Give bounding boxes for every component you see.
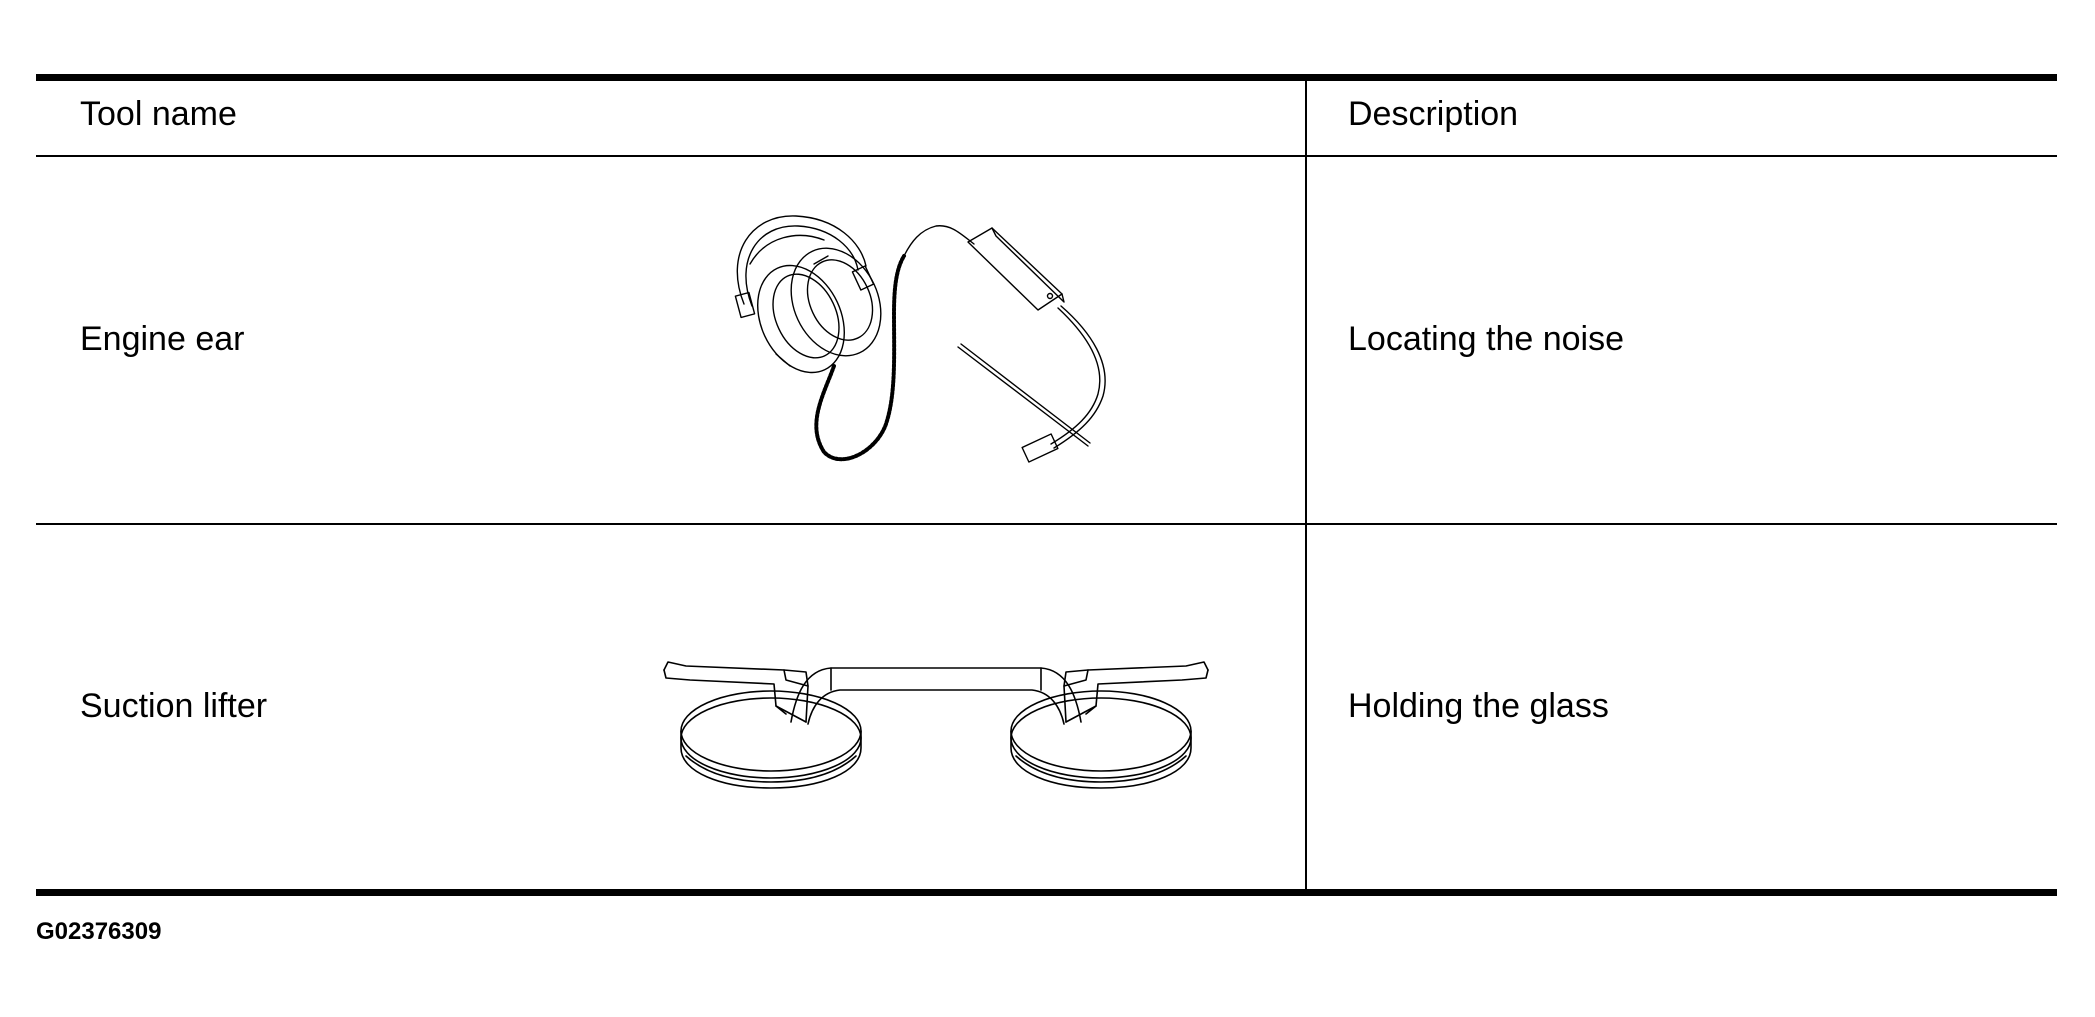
row-1-description: Locating the noise: [1348, 320, 1624, 358]
suction-lifter-icon: [663, 661, 1209, 789]
row-2-tool-name: Suction lifter: [80, 687, 268, 725]
tool-table: Tool name Description Engine ear Locatin…: [36, 74, 2057, 896]
row-2-description: Holding the glass: [1348, 687, 1609, 725]
table-bottom-rule: [36, 889, 2057, 896]
row-1-tool-name: Engine ear: [80, 320, 245, 358]
figure-code: G02376309: [36, 918, 162, 945]
table-header-rule: [36, 155, 2057, 157]
header-tool-name: Tool name: [80, 95, 237, 133]
headphones-stethoscope-icon: [734, 215, 1106, 463]
header-description: Description: [1348, 95, 1519, 133]
table-column-divider: [1305, 81, 1307, 889]
table-top-rule: [36, 74, 2057, 81]
table-row-divider: [36, 523, 2057, 525]
